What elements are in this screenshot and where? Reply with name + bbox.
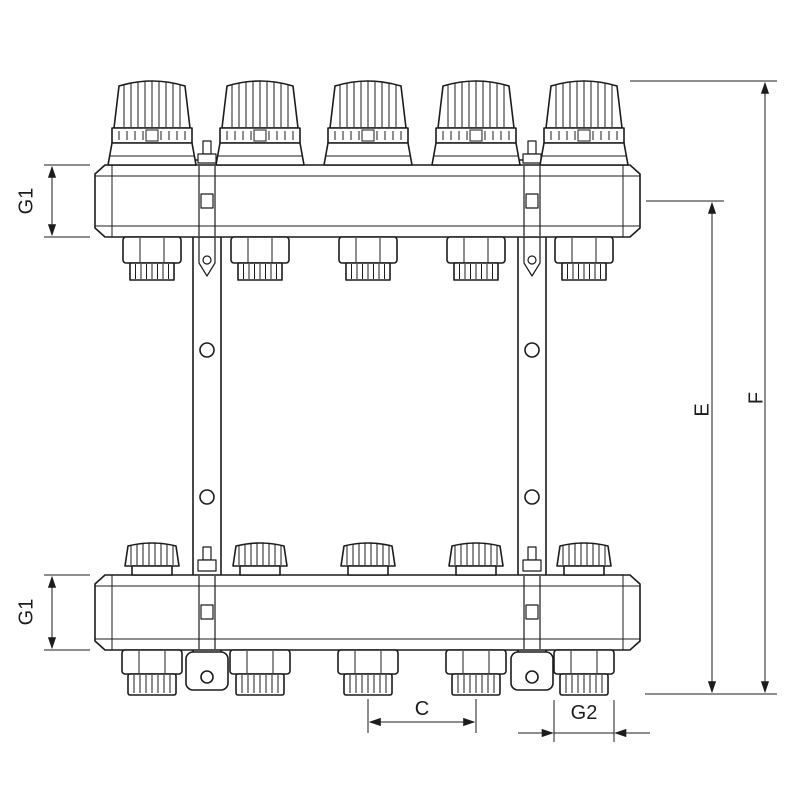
bar-body <box>94 164 641 238</box>
dim-e: E <box>646 200 724 694</box>
return-outlet-connector <box>337 649 399 696</box>
return-manifold-bar <box>94 574 641 651</box>
supply-outlet-connector <box>554 236 614 281</box>
extension-lines <box>44 164 90 238</box>
bar-detail-lines <box>95 165 640 237</box>
thermostatic-valve-cap <box>539 80 629 166</box>
extension-lines <box>367 699 477 733</box>
dimensions: G1 G1 E F C G2 <box>15 80 777 742</box>
return-valve-cap <box>340 541 396 576</box>
dim-g1-bottom: G1 <box>15 574 90 651</box>
dim-label-g2: G2 <box>571 702 598 724</box>
return-valve-cap <box>556 541 612 576</box>
return-valve-cap <box>448 541 504 576</box>
extension-lines <box>44 574 90 651</box>
dim-label-e: E <box>691 403 713 416</box>
dim-label-g1-bottom: G1 <box>15 599 37 626</box>
supply-outlet-connector <box>122 236 182 281</box>
thermostatic-valve-cap <box>215 80 305 166</box>
supply-outlet-connector <box>230 236 290 281</box>
dim-f: F <box>630 80 777 695</box>
supply-outlet-connector <box>446 236 506 281</box>
return-outlet-connector <box>445 649 507 696</box>
thermostatic-valve-cap <box>431 80 521 166</box>
bar-body <box>94 574 641 651</box>
supply-outlet-connector <box>338 236 398 281</box>
extension-lines <box>630 80 777 695</box>
return-outlet-connector <box>121 649 183 696</box>
supply-manifold-bar <box>94 164 641 238</box>
dim-g1-top: G1 <box>15 164 90 238</box>
dim-label-g1-top: G1 <box>15 188 37 215</box>
return-outlet-connector <box>229 649 291 696</box>
bar-detail-lines <box>95 575 640 650</box>
thermostatic-valve-cap <box>107 80 197 166</box>
return-valve-cap <box>232 541 288 576</box>
dim-c: C <box>367 698 477 733</box>
dim-g2: G2 <box>518 700 650 742</box>
extension-lines <box>553 700 615 742</box>
dim-label-c: C <box>415 698 429 720</box>
return-valve-cap <box>124 541 180 576</box>
thermostatic-valve-cap <box>323 80 413 166</box>
dim-label-f: F <box>745 392 767 404</box>
return-outlet-connector <box>553 649 615 696</box>
